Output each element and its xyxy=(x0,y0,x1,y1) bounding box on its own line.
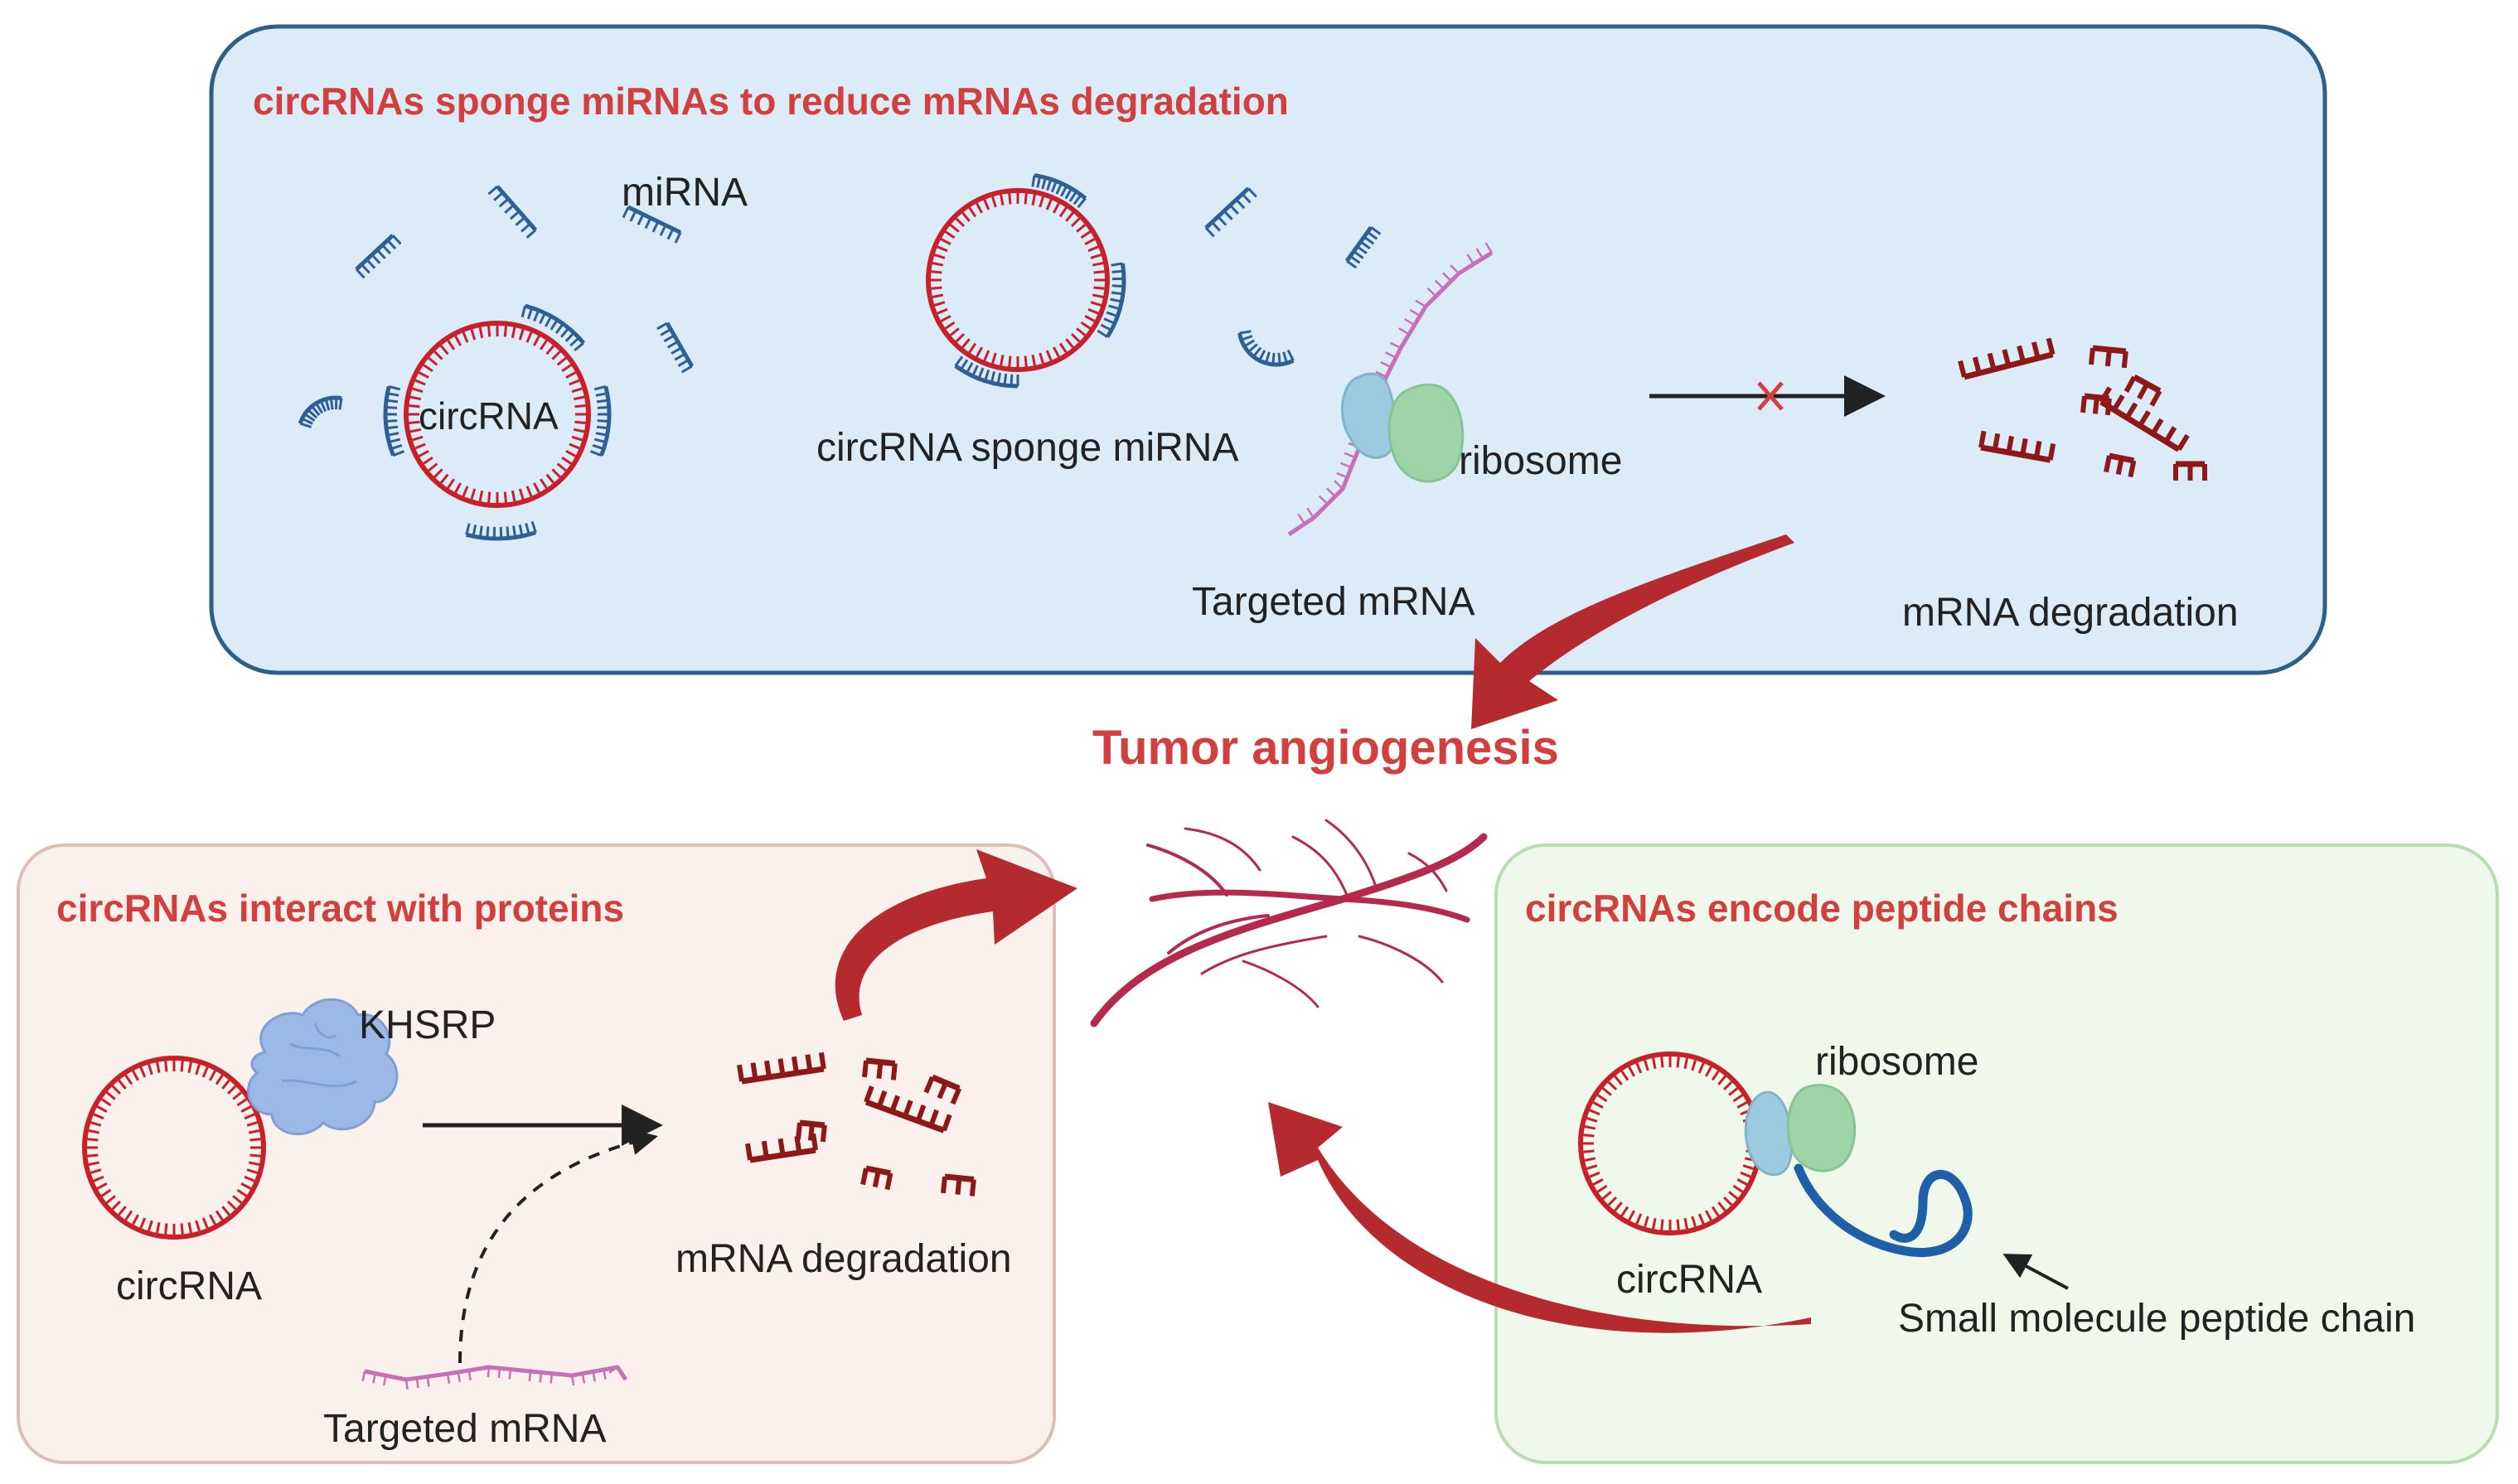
panel-proteins-box xyxy=(17,844,1056,1464)
tumor-angiogenesis-title: Tumor angiogenesis xyxy=(1092,721,1559,775)
panel-peptide-title: circRNAs encode peptide chains xyxy=(1525,887,2119,930)
ribosome-label-top: ribosome xyxy=(1459,439,1622,483)
mrna-degradation-label-top: mRNA degradation xyxy=(1902,591,2239,635)
mirna-strands xyxy=(298,185,1382,428)
ribosome-icon-right xyxy=(1744,1084,1857,1177)
targeted-mrna-label-top: Targeted mRNA xyxy=(1192,580,1474,624)
panel-sponge-box xyxy=(209,24,2327,675)
circrna-protein xyxy=(82,1056,266,1240)
arrow-left-to-angiogenesis xyxy=(835,849,1077,1021)
arrow-right-to-angiogenesis xyxy=(1268,1102,1811,1333)
ribosome-label-right: ribosome xyxy=(1815,1040,1978,1084)
mrna-fragments-left xyxy=(737,1051,976,1196)
circrna-sponge xyxy=(926,173,1126,389)
panel-proteins: circRNAs interact with proteins KHSRP ci… xyxy=(17,844,1056,1464)
peptide-chain-icon xyxy=(1794,1163,1973,1257)
mirna-label: miRNA xyxy=(622,171,748,215)
panel-peptide: circRNAs encode peptide chains ribosome … xyxy=(1494,844,2499,1464)
mrna-fragments-top xyxy=(1958,337,2207,481)
circrna-label-top: circRNA xyxy=(419,394,559,437)
khsrp-label: KHSRP xyxy=(359,1003,496,1047)
targeted-mrna-left xyxy=(361,1365,628,1390)
panel-sponge: circRNAs sponge miRNAs to reduce mRNAs d… xyxy=(209,24,2327,675)
mrna-dashed-arrow xyxy=(458,1129,658,1364)
peptide-pointer-arrow xyxy=(2002,1254,2069,1290)
peptide-label: Small molecule peptide chain xyxy=(1898,1297,2415,1341)
blood-vessel-icon xyxy=(1090,819,1488,1027)
panel-proteins-title: circRNAs interact with proteins xyxy=(56,887,624,930)
ribosome-icon xyxy=(1340,372,1465,483)
arrow-top-to-angiogenesis xyxy=(1471,534,1794,729)
targeted-mrna-label-left: Targeted mRNA xyxy=(323,1407,606,1451)
circrna-label-left: circRNA xyxy=(116,1264,262,1308)
mrna-degradation-label-left: mRNA degradation xyxy=(676,1237,1012,1281)
circrna-loose xyxy=(383,303,612,541)
circrna-label-right: circRNA xyxy=(1616,1258,1762,1302)
sponge-label: circRNA sponge miRNA xyxy=(816,426,1238,470)
blocked-arrow xyxy=(1649,375,1886,417)
panel-peptide-box xyxy=(1494,844,2499,1464)
panel-sponge-title: circRNAs sponge miRNAs to reduce mRNAs d… xyxy=(253,80,1289,123)
khsrp-protein-icon xyxy=(247,998,399,1136)
